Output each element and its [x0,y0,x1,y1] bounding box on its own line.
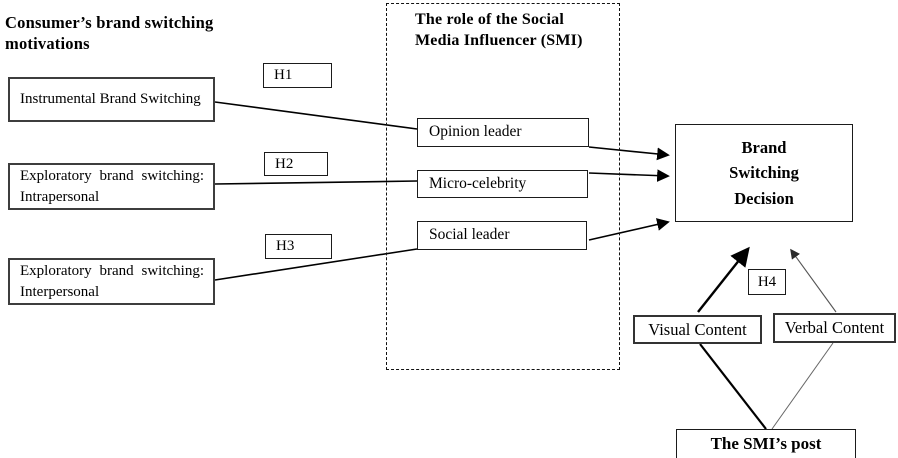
opinion-leader-box: Opinion leader [417,118,589,147]
instrumental-brand-switching-box: Instrumental Brand Switching [8,77,215,122]
opinion-leader-label: Opinion leader [429,123,522,141]
post-to-verbal-line [771,342,834,430]
brand-switching-decision-label: Brand Switching Decision [729,137,799,208]
smi-role-heading: The role of the Social Media Influencer … [415,11,583,49]
smi-role-dashed-region: The role of the Social Media Influencer … [386,3,620,370]
h4-label-box: H4 [748,269,786,295]
verbal-content-box: Verbal Content [773,313,896,343]
post-to-visual-line [699,343,767,430]
smi-post-box: The SMI’s post [676,429,856,458]
exploratory-intrapersonal-box: Exploratory brand switching: Intraperson… [8,163,215,210]
brand-switching-decision-box: Brand Switching Decision [675,124,853,222]
social-leader-label: Social leader [429,226,510,244]
micro-celebrity-label: Micro-celebrity [429,174,527,192]
exploratory-intrapersonal-label: Exploratory brand switching: Intraperson… [20,168,204,205]
micro-celebrity-box: Micro-celebrity [417,170,588,198]
consumer-motivations-heading: Consumer’s brand switching motivations [5,13,214,54]
exploratory-interpersonal-label: Exploratory brand switching: Interperson… [20,263,204,300]
visual-to-decision-arrow [697,246,750,313]
visual-content-box: Visual Content [633,315,762,344]
exploratory-interpersonal-box: Exploratory brand switching: Interperson… [8,258,215,305]
h1-label-box: H1 [263,63,332,88]
social-leader-box: Social leader [417,221,587,250]
instrumental-brand-switching-label: Instrumental Brand Switching [20,91,201,108]
h3-label-box: H3 [265,234,332,259]
verbal-to-decision-arrow [790,248,837,313]
h2-label-box: H2 [264,152,328,176]
